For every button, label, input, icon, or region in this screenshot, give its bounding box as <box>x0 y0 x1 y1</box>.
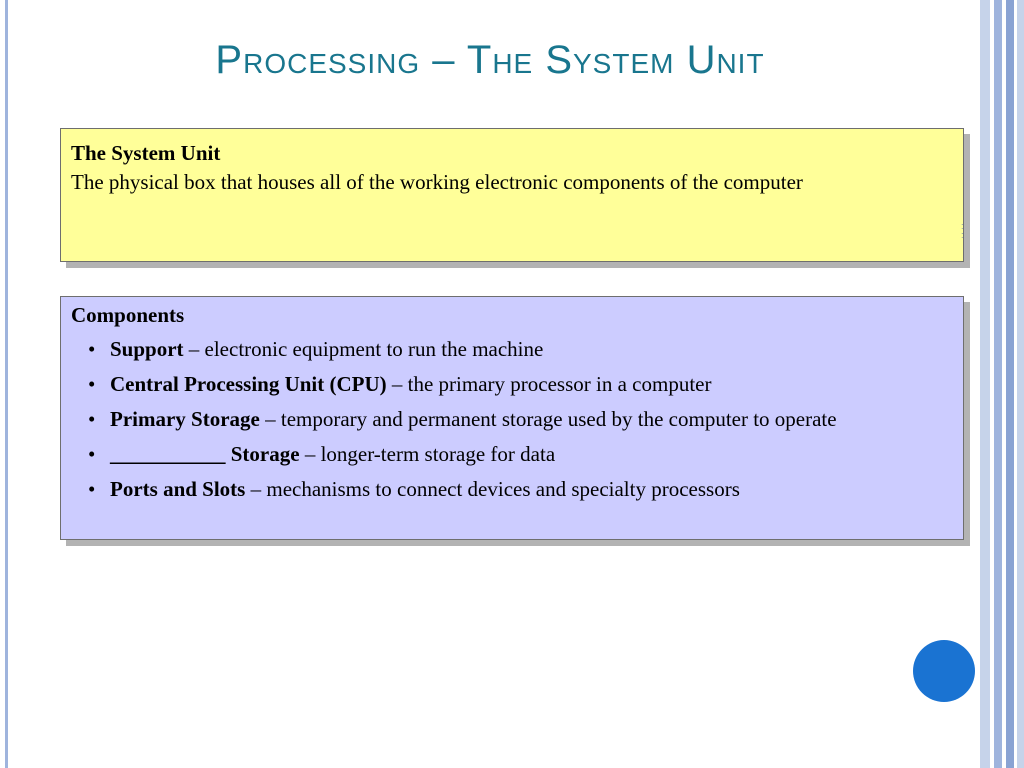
bullet: • <box>88 477 96 501</box>
item-description: – mechanisms to connect devices and spec… <box>245 477 740 501</box>
bullet: • <box>88 337 96 361</box>
list-item: • Central Processing Unit (CPU) – the pri… <box>71 370 953 398</box>
item-description: – temporary and permanent storage used b… <box>259 407 837 431</box>
list-item: • Support – electronic equipment to run t… <box>71 335 953 363</box>
bullet: • <box>88 372 96 396</box>
item-description: – electronic equipment to run the machin… <box>183 337 544 361</box>
definition-heading: The System Unit <box>71 141 221 165</box>
stripe <box>1017 0 1024 768</box>
item-description: – longer-term storage for data <box>299 442 556 466</box>
item-description: – the primary processor in a computer <box>386 372 712 396</box>
definition-box: The System Unit The physical box that ho… <box>60 128 964 262</box>
item-term: Ports and Slots <box>110 477 246 501</box>
components-list: • Support – electronic equipment to run t… <box>71 335 953 503</box>
components-box: Components • Support – electronic equipme… <box>60 296 964 540</box>
definition-text: The physical box that houses all of the … <box>71 170 803 194</box>
left-border-rule <box>5 0 8 768</box>
bullet: • <box>88 407 96 431</box>
stripe <box>1014 0 1017 768</box>
stripe <box>1002 0 1006 768</box>
stripe <box>994 0 1002 768</box>
list-item: • Ports and Slots – mechanisms to connect… <box>71 475 953 503</box>
list-item: • Primary Storage – temporary and permane… <box>71 405 953 433</box>
item-term: Support <box>110 337 184 361</box>
components-heading: Components <box>71 303 185 327</box>
list-item: • ___________ Storage – longer-term stora… <box>71 440 953 468</box>
item-term: Central Processing Unit (CPU) <box>110 372 387 396</box>
decorative-circle <box>913 640 975 702</box>
item-term: ___________ Storage <box>110 442 300 466</box>
slide-title: Processing – The System Unit <box>215 38 765 82</box>
item-term: Primary Storage <box>110 407 260 431</box>
right-decorative-stripes <box>980 0 1024 768</box>
edge-artifact: :: <box>961 221 964 240</box>
stripe <box>990 0 994 768</box>
stripe <box>980 0 990 768</box>
stripe <box>1006 0 1014 768</box>
bullet: • <box>88 442 96 466</box>
